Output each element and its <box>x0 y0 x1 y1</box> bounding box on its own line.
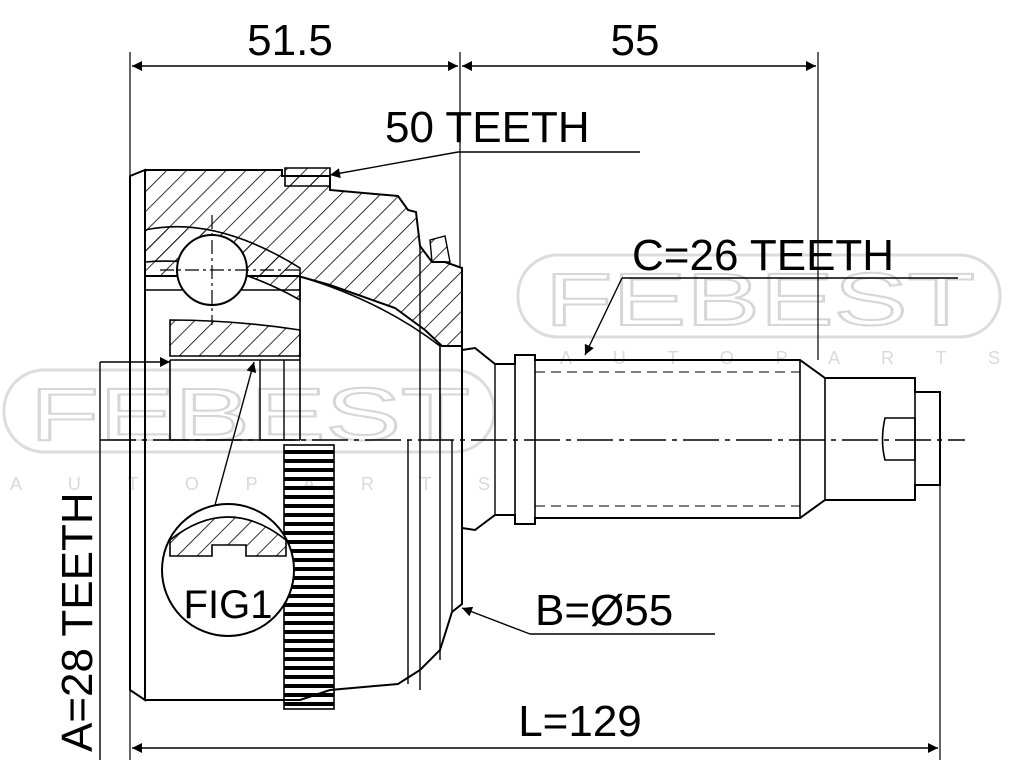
watermark-sub-right: A U T O P A R T S <box>560 348 1000 368</box>
abs-tooth <box>284 450 334 454</box>
leader-50-teeth: 50 TEETH <box>329 103 640 179</box>
abs-tooth <box>284 540 334 544</box>
watermark-right: FEBEST A U T O P A R T S <box>516 253 1002 368</box>
abs-tooth <box>284 567 334 571</box>
watermark-sub-left: A U T O P A R T S <box>10 474 490 494</box>
spline-a-label: A=28 TEETH <box>53 492 102 752</box>
outer-teeth-label: 50 TEETH <box>385 103 590 152</box>
abs-tooth <box>284 630 334 634</box>
abs-tooth <box>284 549 334 553</box>
dim-55: 55 <box>462 16 816 71</box>
abs-tooth <box>284 522 334 526</box>
ball <box>160 215 300 325</box>
stub-shaft <box>461 346 941 532</box>
extension-lines <box>129 52 941 760</box>
dim-length-l: L=129 <box>132 697 938 753</box>
dim-55-label: 55 <box>611 16 660 65</box>
abs-tooth <box>284 459 334 463</box>
fig1-label: FIG1 <box>184 583 273 627</box>
abs-tooth <box>284 657 334 661</box>
abs-tooth <box>284 558 334 562</box>
watermark-brand-right: FEBEST <box>545 258 975 341</box>
leader-a-28-teeth: A=28 TEETH <box>53 357 170 760</box>
diameter-b-label: B=Ø55 <box>535 586 673 635</box>
spline-c-label: C=26 TEETH <box>632 231 894 280</box>
abs-tooth <box>284 639 334 643</box>
fig1-detail: FIG1 <box>161 361 295 637</box>
outer-housing <box>129 167 463 702</box>
length-l-label: L=129 <box>518 697 642 746</box>
abs-tooth <box>284 702 334 706</box>
abs-tooth <box>284 612 334 616</box>
abs-tooth <box>284 531 334 535</box>
leader-b-55: B=Ø55 <box>461 586 715 635</box>
abs-tooth <box>284 585 334 589</box>
abs-tooth <box>284 477 334 481</box>
abs-tooth <box>284 576 334 580</box>
abs-tooth <box>284 603 334 607</box>
abs-tooth <box>284 693 334 697</box>
abs-tooth <box>284 675 334 679</box>
abs-tooth <box>284 648 334 652</box>
dim-51-5: 51.5 <box>132 16 458 71</box>
dim-51-5-label: 51.5 <box>247 16 333 65</box>
abs-tooth <box>284 684 334 688</box>
abs-tooth <box>284 594 334 598</box>
abs-ring <box>283 444 335 710</box>
abs-tooth <box>284 621 334 625</box>
abs-tooth <box>284 468 334 472</box>
watermark-left: FEBEST A U T O P A R T S <box>2 368 496 494</box>
abs-tooth <box>284 486 334 490</box>
abs-tooth <box>284 666 334 670</box>
abs-tooth <box>284 504 334 508</box>
leader-c-26-teeth: C=26 TEETH <box>584 231 958 356</box>
abs-tooth <box>284 495 334 499</box>
watermark-brand-left: FEBEST <box>30 373 470 456</box>
abs-tooth <box>284 513 334 517</box>
